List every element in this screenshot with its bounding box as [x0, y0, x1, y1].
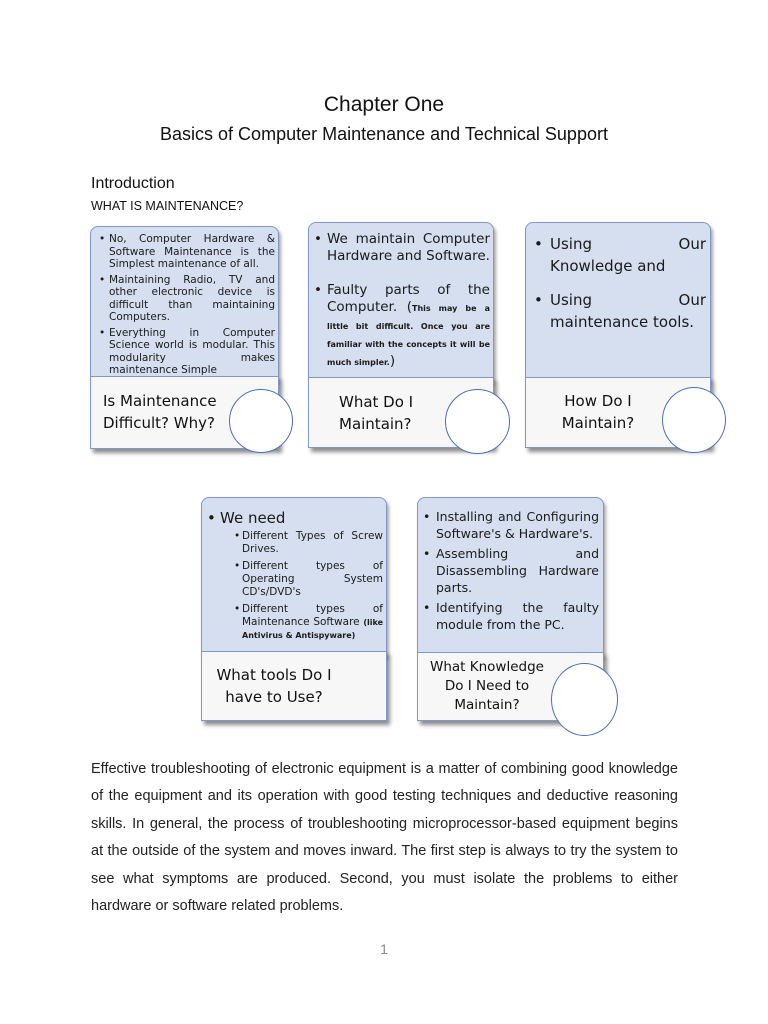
intro-subheading: WHAT IS MAINTENANCE? — [91, 199, 244, 213]
card-what-content: We maintain Computer Hardware and Softwa… — [308, 222, 494, 384]
card-what-bullet2-end: ) — [389, 353, 396, 369]
card-tools-sublist: Different Types of Screw Drives. Differe… — [220, 530, 383, 642]
card-difficult-content: No, Computer Hardware & Software Mainten… — [90, 226, 279, 383]
list-item: Using Our maintenance tools. — [534, 289, 706, 333]
card-tools: We need Different Types of Screw Drives.… — [201, 497, 401, 725]
card-difficult: No, Computer Hardware & Software Mainten… — [90, 226, 300, 453]
list-item: Identifying the faulty module from the P… — [423, 599, 599, 633]
card-how-circle — [662, 387, 726, 453]
card-how-list: Using Our Knowledge and Using Our mainte… — [534, 233, 706, 345]
card-tools-title-box — [201, 651, 387, 721]
intro-heading: Introduction — [91, 175, 175, 192]
card-tools-title: What tools Do I have to Use? — [216, 666, 332, 706]
card-difficult-title: Is Maintenance Difficult? Why? — [103, 392, 217, 432]
list-item: We maintain Computer Hardware and Softwa… — [314, 231, 490, 265]
card-tools-item3: Different types of Maintenance Software — [242, 603, 383, 628]
card-what-list: We maintain Computer Hardware and Softwa… — [314, 231, 490, 371]
body-paragraph: Effective troubleshooting of electronic … — [91, 761, 678, 915]
list-item: Maintaining Radio, TV and other electron… — [99, 274, 275, 324]
card-tools-list: We need Different Types of Screw Drives.… — [207, 510, 383, 646]
list-item: Different Types of Screw Drives. — [234, 530, 383, 556]
card-knowledge-list: Installing and Configuring Software's & … — [423, 508, 599, 633]
card-how-content: Using Our Knowledge and Using Our mainte… — [525, 222, 711, 384]
card-knowledge-title: What Knowledge Do I Need to Maintain? — [430, 659, 544, 713]
list-item: We need Different Types of Screw Drives.… — [207, 510, 383, 642]
list-item: No, Computer Hardware & Software Mainten… — [99, 233, 275, 271]
card-what-bullet2-note: This may be a little bit difficult. Once… — [327, 304, 490, 367]
list-item: Different types of Operating System CD's… — [234, 560, 383, 599]
card-tools-item3-note: (like Antivirus & Antispyware) — [242, 618, 383, 640]
list-item: Using Our Knowledge and — [534, 233, 706, 277]
card-knowledge-circle — [551, 663, 618, 736]
card-tools-content: We need Different Types of Screw Drives.… — [201, 497, 387, 659]
card-knowledge: Installing and Configuring Software's & … — [417, 497, 627, 737]
card-how-title: How Do I Maintain? — [561, 392, 635, 432]
list-item: Different types of Maintenance Software … — [234, 603, 383, 642]
card-difficult-circle — [229, 389, 293, 453]
chapter-title: Chapter One — [323, 93, 445, 116]
card-what-title: What Do I Maintain? — [339, 393, 414, 433]
card-what-circle — [445, 389, 510, 454]
list-item: Faulty parts of the Computer. (This may … — [314, 282, 490, 371]
card-tools-lead: We need — [220, 509, 286, 527]
chapter-subtitle: Basics of Computer Maintenance and Techn… — [160, 124, 608, 144]
card-what-bullet2: Faulty parts of the Computer. ( — [327, 282, 490, 315]
card-what: We maintain Computer Hardware and Softwa… — [308, 222, 518, 454]
list-item: Everything in Computer Science world is … — [99, 327, 275, 377]
card-difficult-list: No, Computer Hardware & Software Mainten… — [99, 233, 275, 380]
list-item: Assembling and Disassembling Hardware pa… — [423, 545, 599, 596]
page-number: 1 — [380, 941, 388, 957]
list-item: Installing and Configuring Software's & … — [423, 508, 599, 542]
card-knowledge-content: Installing and Configuring Software's & … — [417, 497, 604, 659]
card-how: Using Our Knowledge and Using Our mainte… — [525, 222, 726, 453]
card-what-bullet1: We maintain Computer Hardware and Softwa… — [327, 231, 490, 264]
